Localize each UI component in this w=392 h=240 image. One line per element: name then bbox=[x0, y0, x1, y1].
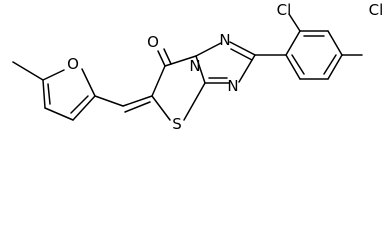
bond bbox=[151, 95, 171, 121]
bond bbox=[230, 48, 253, 61]
bond bbox=[291, 54, 305, 75]
bond bbox=[70, 95, 89, 114]
atom-label-n-bottom: N bbox=[227, 77, 238, 95]
atom-label-n-top: N bbox=[219, 31, 230, 49]
atom-label-o-furan: O bbox=[67, 55, 79, 73]
bond bbox=[124, 101, 151, 113]
atom-label-cl-para: Cl bbox=[369, 1, 384, 19]
methylfuran-ring bbox=[12, 61, 124, 121]
bond bbox=[94, 95, 124, 107]
molecule-structure: Cl Cl N N N O O S bbox=[12, 1, 383, 133]
molecule-diagram: Cl Cl N N N O O S bbox=[12, 1, 383, 133]
thiazolone-ring bbox=[122, 48, 206, 121]
dichlorophenyl-ring bbox=[285, 13, 363, 80]
bond bbox=[151, 65, 166, 97]
atom-labels: Cl Cl N N N O O S bbox=[67, 1, 383, 133]
triazole-ring bbox=[195, 41, 287, 84]
bond bbox=[327, 30, 343, 56]
bond bbox=[285, 54, 301, 80]
bond bbox=[195, 42, 222, 57]
bond bbox=[229, 41, 256, 56]
bond bbox=[42, 69, 65, 81]
bond bbox=[323, 54, 337, 75]
bond bbox=[122, 95, 153, 107]
bond bbox=[157, 50, 166, 67]
bond bbox=[238, 54, 256, 83]
bond bbox=[285, 30, 301, 56]
bond bbox=[163, 48, 172, 65]
bond bbox=[42, 79, 46, 109]
bond bbox=[164, 55, 197, 67]
bond bbox=[327, 54, 343, 80]
bond bbox=[183, 82, 206, 121]
bond bbox=[72, 95, 96, 121]
atom-label-n-left: N bbox=[189, 57, 200, 75]
atom-label-cl-ortho: Cl bbox=[277, 1, 292, 19]
bond bbox=[44, 107, 74, 121]
bond bbox=[47, 83, 51, 105]
bond bbox=[81, 68, 96, 97]
bond bbox=[12, 61, 44, 81]
bond bbox=[195, 55, 206, 84]
bond bbox=[288, 13, 301, 32]
atom-label-s-ring: S bbox=[172, 115, 182, 133]
atom-label-o-carbonyl: O bbox=[147, 33, 159, 51]
